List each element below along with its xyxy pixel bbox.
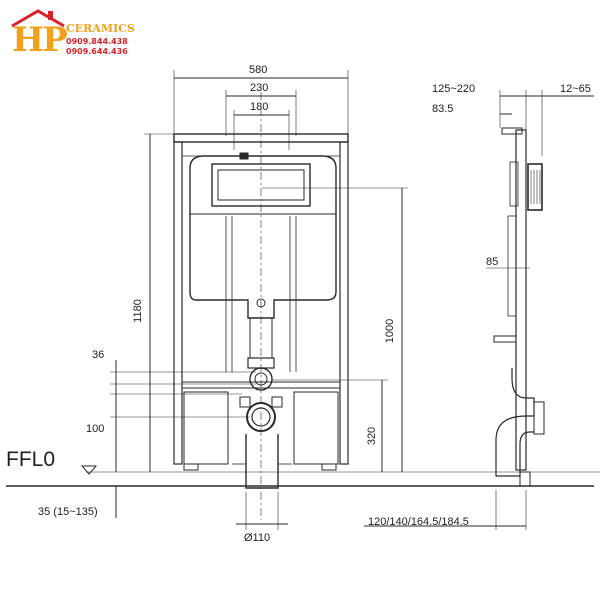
logo-phone-1: 0909.844.438 (66, 37, 128, 46)
dim-floor-offset: 35 (15~135) (38, 506, 98, 518)
dim-frame-width: 230 (250, 82, 269, 94)
dim-overall-width: 580 (249, 64, 268, 76)
dim-side-depth-range: 125~220 (432, 83, 476, 95)
logo-brand: CERAMICS (66, 22, 135, 35)
floor-line (6, 471, 600, 487)
dim-side-85: 85 (486, 256, 499, 268)
side-view (364, 90, 594, 530)
hp-ceramics-logo: HP CERAMICS 0909.844.438 0909.644.436 (6, 6, 136, 60)
dim-pipe-diameter: Ø110 (244, 532, 271, 544)
front-view (80, 70, 408, 530)
dim-frame-height: 1180 (131, 299, 144, 323)
logo-letters: HP (12, 20, 68, 60)
dim-offset-100: 100 (86, 423, 105, 435)
dim-offset-36: 36 (92, 349, 105, 361)
dim-side-12-65: 12~65 (560, 83, 591, 95)
house-roof-icon (11, 9, 65, 28)
dim-height-320: 320 (366, 426, 379, 446)
dim-plate-width: 180 (250, 101, 269, 113)
logo-phone-2: 0909.644.436 (66, 47, 128, 56)
dim-side-83: 83.5 (432, 103, 454, 115)
dim-height-1000: 1000 (384, 318, 397, 344)
floor-level-label: FFL0 (6, 448, 56, 471)
dim-side-bottom: 120/140/164.5/184.5 (368, 516, 469, 528)
